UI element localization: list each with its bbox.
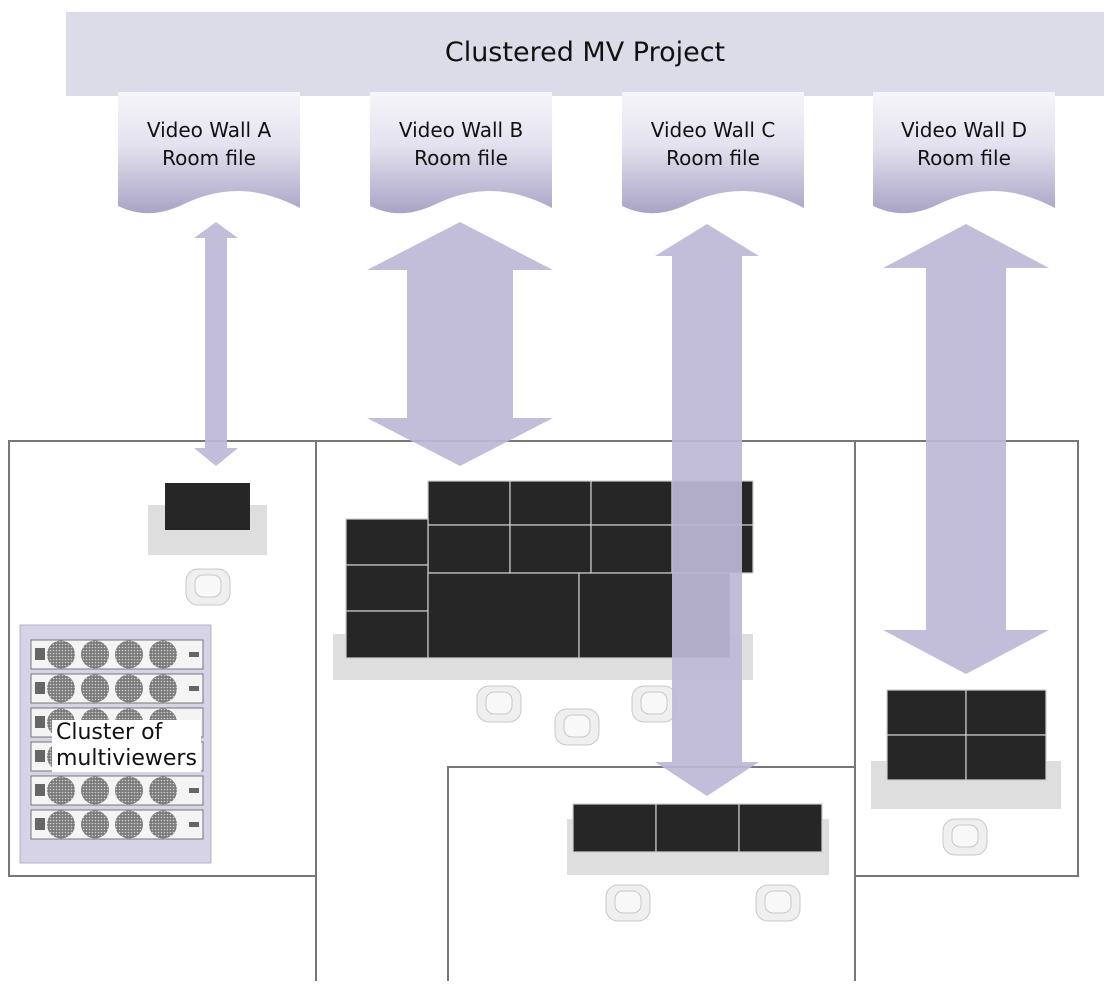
room-d-furniture xyxy=(871,689,1061,856)
chair xyxy=(185,568,231,606)
link-arrows xyxy=(194,222,1049,796)
project-banner xyxy=(66,12,1104,96)
chair xyxy=(605,884,651,922)
room-file-d-label: Video Wall D Room file xyxy=(869,116,1059,172)
room-file-b-type: Room file xyxy=(414,146,508,170)
room-file-c-type: Room file xyxy=(666,146,760,170)
arrow-b xyxy=(367,222,553,466)
chair xyxy=(554,708,600,746)
video-wall-c xyxy=(572,803,823,853)
room-file-b-name: Video Wall B xyxy=(398,118,524,142)
room-file-d-type: Room file xyxy=(917,146,1011,170)
chair xyxy=(942,818,988,856)
room-file-c-label: Video Wall C Room file xyxy=(618,116,808,172)
room-file-a-type: Room file xyxy=(162,146,256,170)
cluster-label-line1: Cluster of xyxy=(56,720,163,745)
room-file-c-doc xyxy=(622,92,804,214)
room-a-outline xyxy=(8,440,317,877)
room-file-a-name: Video Wall A xyxy=(146,118,272,142)
video-wall-b xyxy=(345,480,754,659)
arrow-d xyxy=(883,224,1049,674)
room-file-a-label: Video Wall A Room file xyxy=(114,116,304,172)
cluster-label-line2: multiviewers xyxy=(56,746,197,771)
chair xyxy=(476,685,522,723)
arrow-c xyxy=(655,224,759,796)
video-wall-d xyxy=(886,689,1047,781)
multiviewer-unit xyxy=(30,673,204,704)
project-title: Clustered MV Project xyxy=(444,37,726,68)
room-file-d-doc xyxy=(873,92,1055,214)
room-file-a-doc xyxy=(118,92,300,214)
room-a-furniture xyxy=(148,483,267,606)
multiviewer-unit xyxy=(30,639,204,670)
monitor xyxy=(165,483,250,530)
cluster-label: Cluster of multiviewers xyxy=(52,720,201,772)
room-file-c-name: Video Wall C xyxy=(650,118,776,142)
arrow-a xyxy=(194,222,238,466)
room-file-b-label: Video Wall B Room file xyxy=(366,116,556,172)
room-file-d-name: Video Wall D xyxy=(900,118,1027,142)
chair xyxy=(631,685,677,723)
multiviewer-unit xyxy=(30,775,204,806)
room-c-furniture xyxy=(567,803,829,922)
room-file-docs xyxy=(118,92,1055,214)
room-file-b-doc xyxy=(370,92,552,214)
chair xyxy=(755,884,801,922)
multiviewer-unit xyxy=(30,809,204,840)
